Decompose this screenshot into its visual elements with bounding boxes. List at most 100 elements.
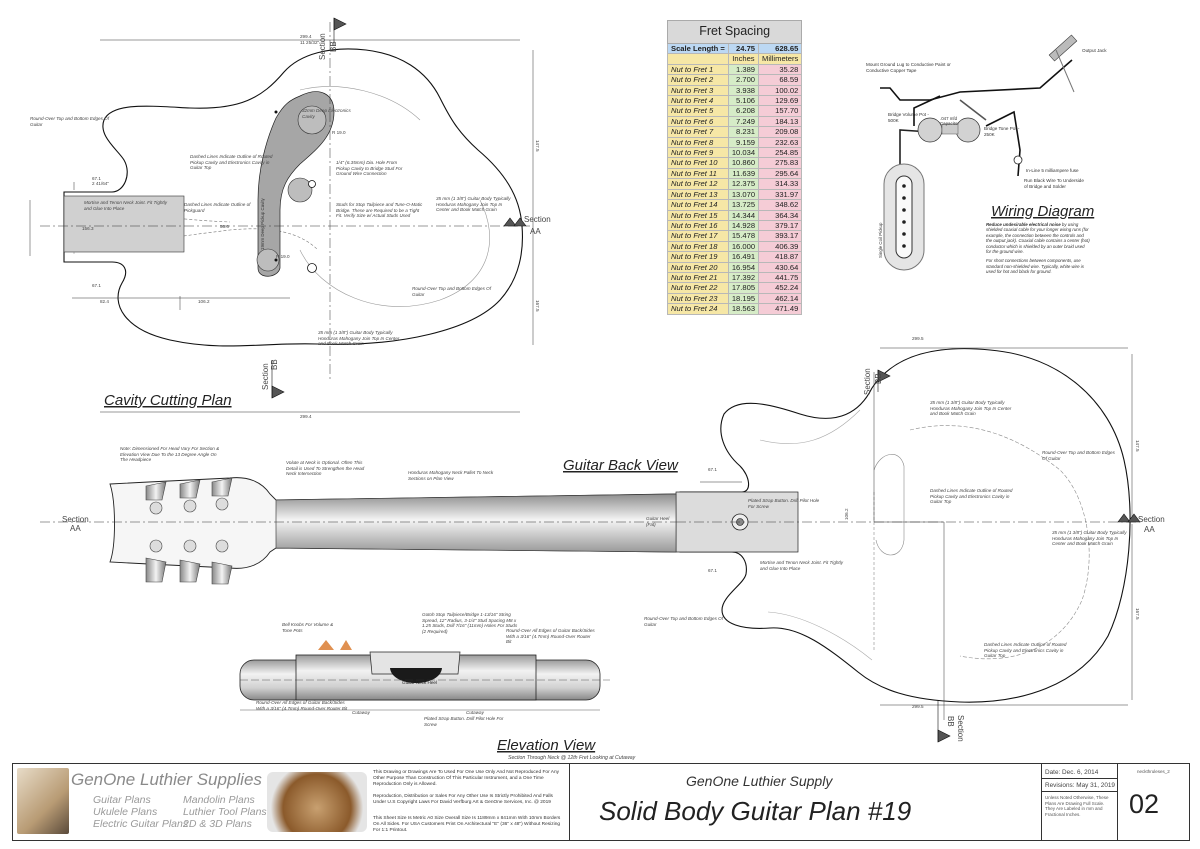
note-dashed-back-2: Dashed Lines Indicate Outline of Routed … [984, 642, 1067, 658]
dim-half-top: 67.1 [92, 176, 101, 181]
fret-label: Nut to Fret 12 [667, 178, 729, 190]
fret-mm: 314.33 [758, 178, 803, 190]
brand-photo [17, 768, 69, 834]
fret-label: Nut to Fret 2 [667, 74, 729, 86]
dim-back-length-top: 147.5 [1135, 440, 1140, 452]
dim-length-bottom: 167.5 [535, 300, 540, 312]
fret-label: Nut to Fret 13 [667, 188, 729, 201]
dim-body-width-top-in: 11 25/32" [300, 40, 320, 45]
fret-mm: 462.14 [758, 292, 803, 305]
fret-label: Nut to Fret 15 [667, 209, 729, 221]
section-bb-cavity-1: BB [329, 41, 338, 52]
fret-mm: 157.70 [758, 105, 803, 117]
section-aa-cavity: AA [530, 227, 541, 236]
section-bb-back-2: BB [946, 716, 955, 727]
fret-mm: 441.75 [758, 271, 803, 284]
plan-date: Date: Dec. 6, 2014 [1045, 769, 1099, 776]
fret-mm: 100.02 [758, 84, 803, 97]
dim-half-top-in: 2 41/64" [92, 181, 109, 186]
fret-label: Nut to Fret 18 [667, 240, 729, 253]
wiring-components [883, 34, 1078, 271]
fret-mm: 232.63 [758, 136, 803, 149]
note-dashed-pickup: Dashed Lines Indicate Outline of Routed … [190, 154, 273, 170]
dim-body-width-bottom: 299.4 [300, 414, 312, 419]
electronics-cavity [256, 91, 335, 277]
fret-inches: 16.000 [727, 240, 760, 253]
elevation-subtitle: Section Through Neck @ 12th Fret Looking… [508, 755, 636, 761]
fret-inches: 8.231 [727, 126, 760, 138]
fret-inches: 11.639 [727, 167, 760, 180]
section-markers-cavity [271, 17, 527, 399]
fret-col-mm: Millimeters [758, 53, 803, 65]
note-bell-knobs: Bell Knobs For Volume & Tone Pots [282, 622, 333, 633]
tb-divider-3 [1117, 764, 1118, 840]
brand-item: 2D & 3D Plans [183, 818, 252, 830]
fret-inches: 18.195 [727, 292, 760, 305]
dim-half-bottom: 67.1 [92, 283, 101, 288]
note-body-35mm: 35 mm (1 3/8") Guitar Body Typically Hon… [436, 196, 511, 212]
note-roundover-back: Round-Over Top and Bottom Edges Of Guita… [644, 616, 723, 627]
elevation-body [239, 640, 610, 711]
note-body-35mm-2: 35 mm (1 3/8") Guitar Body Typically Hon… [318, 330, 399, 346]
fret-mm: 35.28 [758, 63, 803, 76]
fret-mm: 406.39 [758, 240, 803, 253]
fret-mm: 471.49 [758, 303, 803, 315]
dim-r2: R 19.0 [276, 254, 290, 259]
note-drill-hole: 1/4" (6.35mm) Dia. Hole From Pickup Cavi… [336, 160, 402, 176]
fret-inches: 18.563 [727, 303, 760, 315]
fret-label: Nut to Fret 6 [667, 115, 729, 128]
fret-inches: 12.375 [727, 178, 760, 190]
note-body-back-1: 35 mm (1 3/8") Guitar Body Typically Hon… [930, 400, 1011, 416]
note-strap-button: Plated Strap Button. Drill Pilot Hole Fo… [748, 498, 819, 509]
fret-inches: 6.208 [727, 105, 760, 117]
dim-mid: 106.2 [198, 299, 210, 304]
view-title-elevation: Elevation View [497, 737, 596, 754]
fret-mm: 295.64 [758, 167, 803, 180]
fret-mm: 418.87 [758, 251, 803, 263]
cavity-center-lines [29, 22, 534, 413]
fret-inches: 2.700 [727, 74, 760, 86]
legal-text-1: This Drawing or Drawings Are To Used For… [373, 770, 560, 787]
fret-inches: 1.389 [727, 63, 760, 76]
sheet-ref: neckthruleses_2 [1137, 769, 1170, 774]
fret-mm: 348.62 [758, 199, 803, 211]
brand-item: Ukulele Plans [93, 806, 158, 818]
fret-mm: 129.69 [758, 95, 803, 107]
wiring-output-jack: Output Jack [1082, 48, 1107, 53]
scale-length-label: Scale Length = [667, 42, 729, 55]
legal-text-2: Reproduction, Distribution or Sales For … [373, 794, 553, 805]
dim-back-width-bottom: 299.5 [912, 704, 924, 709]
dim-back-half: 67.1 [708, 467, 717, 472]
dim-cavity-depth: 82.4 [100, 299, 109, 304]
section-label-cavity-h: Section [524, 215, 551, 224]
fret-inches: 13.725 [727, 199, 760, 211]
plan-revisions: Revisions: May 31, 2019 [1045, 782, 1115, 789]
note-roundover-elev: Round-Over All Edges of Guitar Back/Side… [506, 628, 595, 644]
scale-note: Unless Noted Otherwise, These Plans Are … [1045, 795, 1109, 817]
note-roundover-cavity: Round-Over Top and Bottom Edges Of Guita… [412, 286, 491, 297]
section-label-left: Section [62, 515, 89, 524]
note-pickup-cavity: 19mm Deep Pickup Cavity [260, 197, 265, 250]
wiring-schematic [880, 59, 1073, 177]
wiring-capacitor: .047 mfd Capacitor [940, 116, 959, 126]
fret-label: Nut to Fret 4 [667, 95, 729, 107]
fret-label: Nut to Fret 16 [667, 219, 729, 232]
note-mortise: Mortise and Tenon Neck Joint. Fit Tightl… [84, 200, 167, 211]
dim-back-mid: 106.2 [844, 508, 849, 520]
note-studs: Studs for Stop Tailpiece and Tune-O-Mati… [336, 202, 422, 218]
neck-plan [40, 477, 677, 569]
dim-neck-w: 56.6 [220, 224, 229, 229]
fret-mm: 430.64 [758, 261, 803, 273]
